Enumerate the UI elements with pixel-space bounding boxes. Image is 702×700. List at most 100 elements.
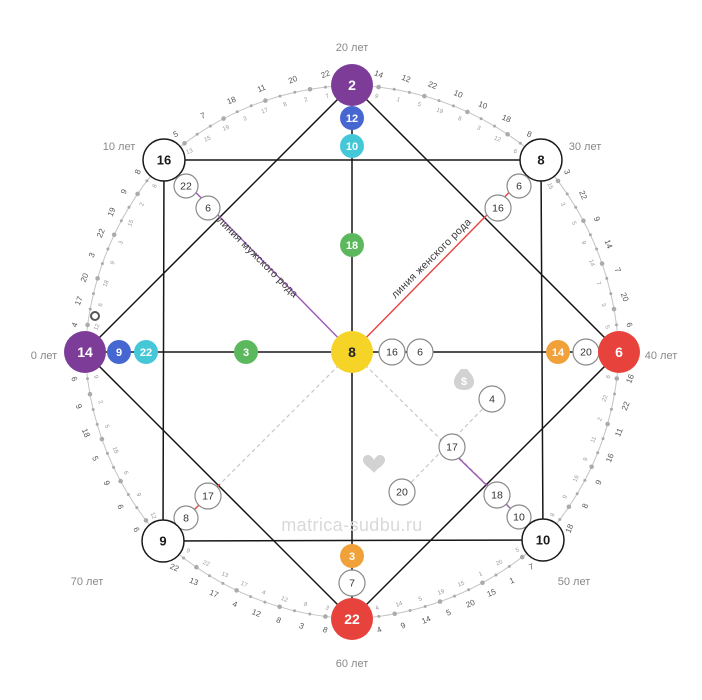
circle-shape [173,505,199,531]
energy-circle-14: 14 [546,340,570,364]
edge-dot [555,178,561,184]
edge-dot [249,595,253,599]
circle-value: 22 [344,611,360,627]
edge-year-number: 6 [131,526,141,534]
edge-dot [208,574,211,578]
circle-shape [64,331,106,373]
edge-year-number: 12 [251,607,263,619]
edge-year-number: 16 [624,372,636,384]
balance-circle-17: 17 [438,433,466,461]
circle-shape [546,340,570,364]
edge-dot [105,451,109,455]
edge-dot [596,451,600,455]
edge-inner-number: 19 [437,589,446,597]
edge-inner-number: 11 [590,435,598,444]
circle-value: 17 [446,442,458,454]
edge-year-number: 9 [102,479,112,487]
edge-year-number: 22 [427,79,439,91]
age-label: 60 лет [336,658,369,670]
edge-year-number: 13 [188,576,200,588]
edge-inner-number: 8 [550,512,557,518]
edge-dot [208,124,212,128]
edge-dot [112,465,116,469]
energy-circle-18: 18 [340,233,364,257]
edge-year-number: 19 [106,206,118,218]
edge-inner-number: 8 [302,602,308,609]
age-label: 70 лет [71,576,104,588]
edge-inner-number: 15 [203,135,212,143]
edge-year-number: 18 [564,522,576,534]
circle-value: 14 [552,347,565,359]
edge-dot [92,292,95,296]
edge-inner-number: 12 [493,136,502,144]
circle-shape [406,338,434,366]
money-bag-shape [453,369,475,390]
edge-year-number: 7 [613,266,623,274]
edge-dot [127,205,131,209]
edge-inner-number: 12 [149,512,157,521]
edge-year-number: 8 [133,168,143,176]
energy-circle-9: 9 [107,340,131,364]
edge-year-number: 18 [501,113,513,125]
edge-dot [609,292,613,296]
money-circle: 4 [478,385,506,413]
edge-inner-number: 19 [222,124,231,132]
edge-dot [278,94,282,98]
circle-shape [340,233,364,257]
edge-inner-number: 5 [603,325,610,331]
circle-value: 9 [159,534,166,549]
circle-shape [141,519,185,563]
edge-year-number: 3 [298,621,306,631]
circle-value: 8 [537,153,544,168]
circle-value: 22 [140,347,152,359]
circle-value: 10 [536,533,550,548]
edge-arc [540,159,620,353]
edge-inner-number: 15 [545,182,553,191]
edge-inner-number: 9 [92,374,99,380]
age-40-circle: 6 [598,331,640,373]
edge-year-number: 9 [399,620,407,630]
circle-shape [340,134,364,158]
edge-dot [581,218,586,224]
edge-year-number: 7 [528,562,536,572]
edge-dot [182,556,186,560]
circle-shape [378,338,406,366]
edge-dot [85,322,90,328]
edge-dot [86,377,89,381]
circle-shape [234,340,258,364]
circle-value: 8 [183,513,189,525]
money-bag-icon: $ [453,369,475,390]
edge-year-number: 10 [477,99,489,111]
age-label: 50 лет [558,576,591,588]
edge-dot [87,391,93,397]
edge-dot [605,421,610,427]
edge-year-number: 9 [594,478,604,486]
edge-inner-number: 12 [280,596,289,604]
edge-inner-number: 2 [597,416,604,422]
edge-dot [453,594,456,598]
edge-inner-number: 9 [583,456,590,462]
edge-inner-number: 3 [559,202,566,208]
edge-year-number: 7 [199,110,207,120]
edge-year-number: 8 [321,625,329,635]
edge-year-number: 3 [562,168,572,176]
edge-inner-number: 22 [202,560,211,568]
age-0-circle: 14 [64,331,106,373]
edge-inner-number: 6 [122,470,129,476]
age-60-circle: 22 [331,598,373,640]
edge-dot [574,205,578,209]
edge-inner-number: 3 [600,303,607,309]
circle-value: 18 [346,240,358,252]
age-label: 20 лет [336,42,369,54]
love-circle: 20 [388,478,416,506]
edge-inner-number: 2 [139,201,146,207]
edge-year-number: 11 [256,83,268,95]
edge-year-number: 11 [613,426,625,438]
age-label: 40 лет [645,350,678,362]
edge-year-number: 20 [287,74,299,86]
edge-year-number: 17 [208,588,220,600]
edge-dot [407,90,411,94]
edge-dot [614,376,620,381]
edge-inner-number: 7 [594,281,601,287]
